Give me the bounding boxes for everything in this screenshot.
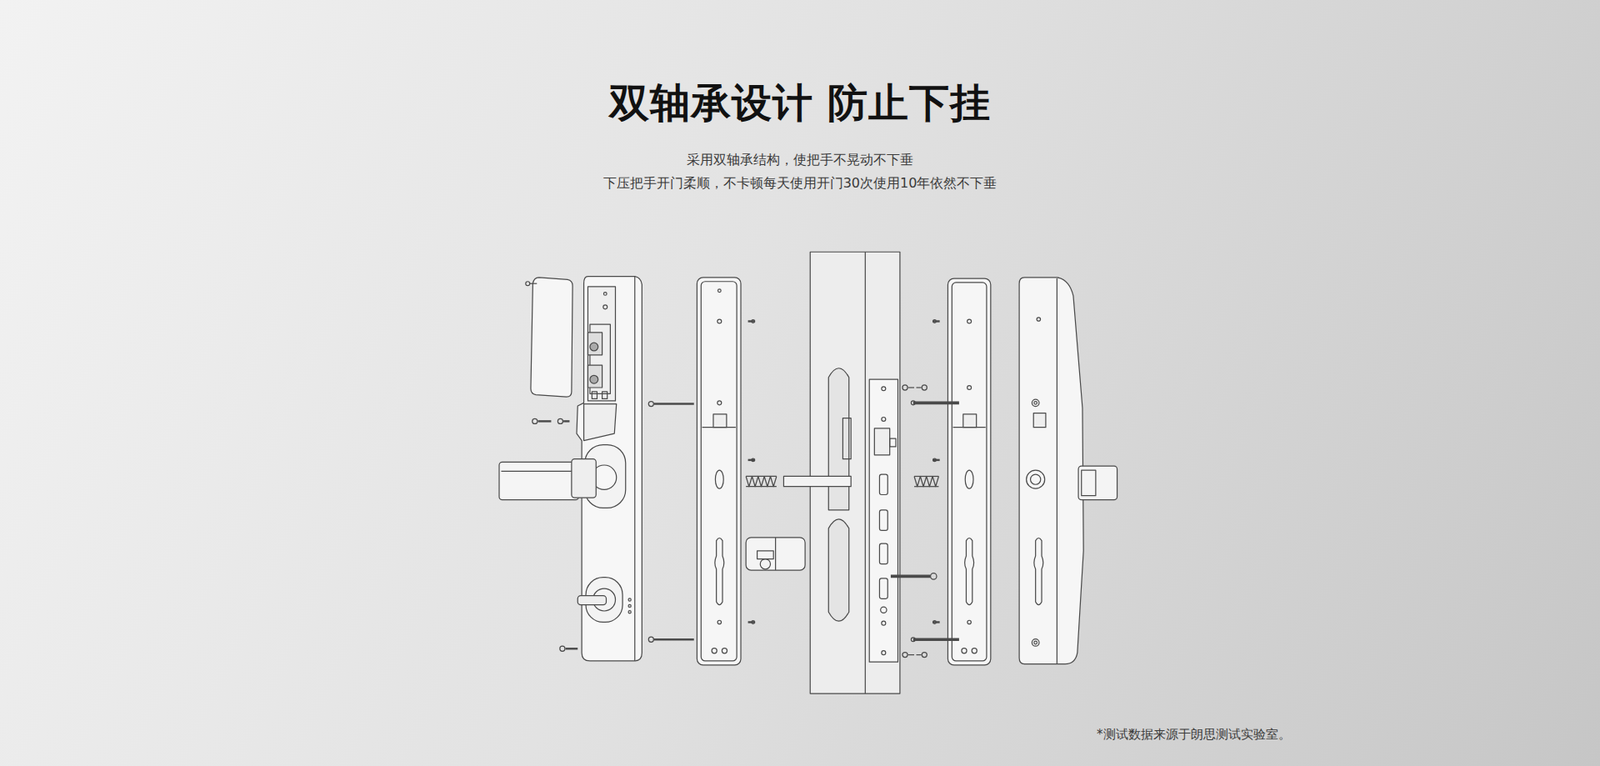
footnote: *测试数据来源于朗思测试实验室。 bbox=[1096, 726, 1291, 743]
mounting-plate-back bbox=[910, 278, 990, 665]
subtitle-line: 下压把手开门柔顺，不卡顿每天使用开门30次使用10年依然不下垂 bbox=[603, 175, 998, 193]
mounting-plate-front bbox=[696, 277, 741, 665]
spring-and-cylinder bbox=[745, 475, 805, 570]
page-title: 双轴承设计 防止下挂 bbox=[609, 76, 992, 130]
subtitle-line: 采用双轴承结构，使把手不晃动不下垂 bbox=[686, 151, 914, 170]
battery-cover bbox=[525, 277, 573, 397]
inner-panel bbox=[1019, 277, 1117, 665]
front-panel bbox=[499, 276, 642, 661]
door-with-mortise bbox=[783, 251, 937, 694]
